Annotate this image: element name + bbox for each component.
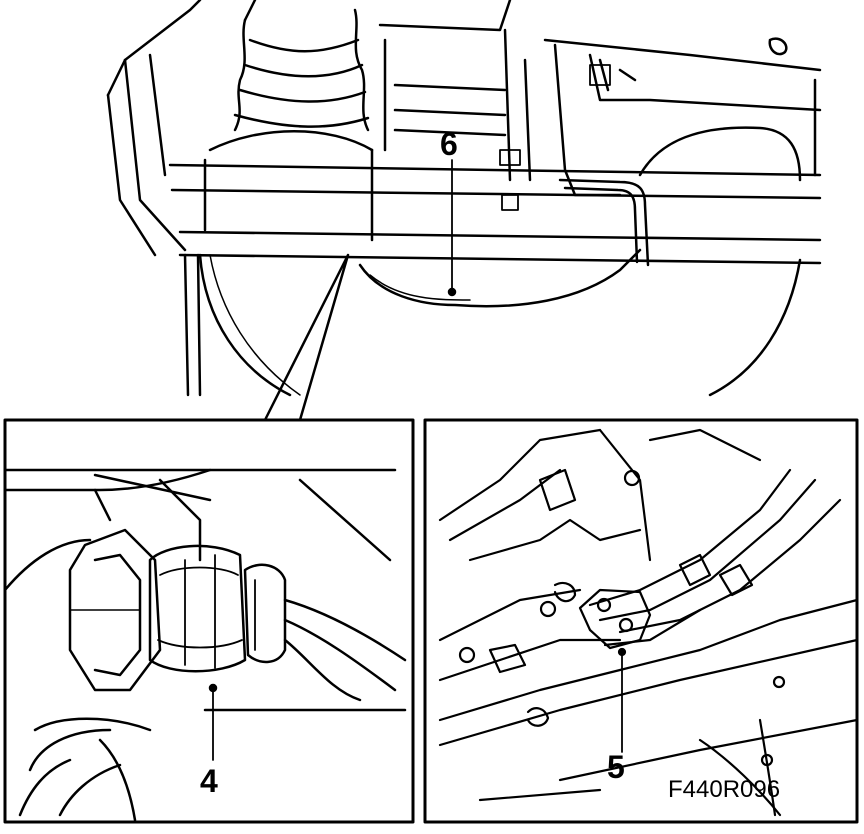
overview-drawing [106,0,822,422]
detail-inset-left [3,418,415,824]
callout-6-label: 6 [440,126,458,162]
callout-4-label: 4 [200,763,218,799]
figure-code-label: F440R096 [668,776,780,803]
detail-inset-right [423,418,859,824]
callout-5-label: 5 [607,749,625,785]
